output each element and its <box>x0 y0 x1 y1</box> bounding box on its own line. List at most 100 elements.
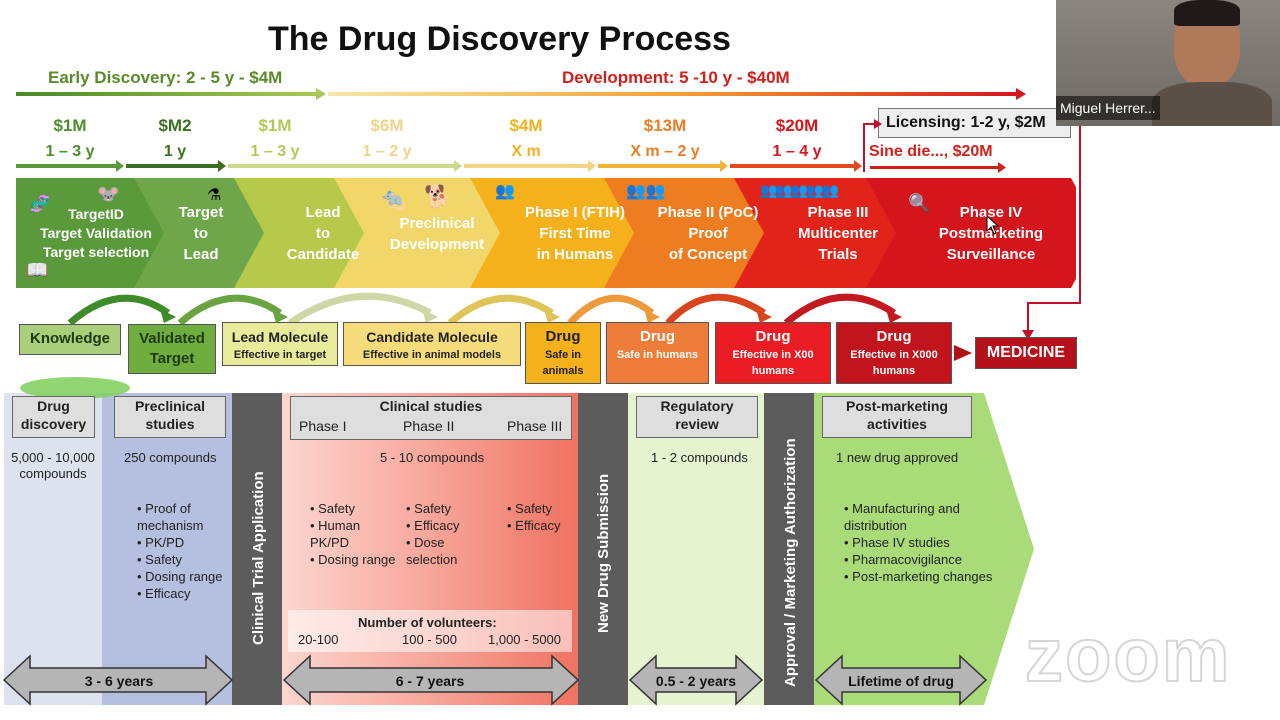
chevron-7 <box>734 178 914 288</box>
participant-name: Miguel Herrer... <box>1060 100 1156 116</box>
preclinical-bullet-4: • Dosing range <box>137 569 223 584</box>
duration-discovery: 3 - 6 years <box>84 673 154 689</box>
stage-arrowhead-3 <box>454 160 462 172</box>
stage-2-duration: 1 y <box>163 143 187 160</box>
postmarketing-bullet-1: • Manufacturing and distribution <box>844 501 960 533</box>
postmarketing-bullet-2: • Phase IV studies <box>844 535 950 550</box>
stage-arrowhead-5 <box>720 160 728 172</box>
chevron-1 <box>16 178 186 288</box>
output-title: Drug <box>876 328 912 345</box>
stage-7-cost: $20M <box>775 116 819 135</box>
approval-bar <box>764 393 814 705</box>
stage-5-cost: $4M <box>509 116 543 135</box>
mouse-icon: 🐭 <box>97 184 120 204</box>
phase-1-bullet-1: • Safety <box>310 501 356 516</box>
medicine-arrow <box>954 345 972 361</box>
chevron-3-label: Lead to Candidate <box>286 204 360 263</box>
output-subtitle: Safe in animals <box>542 349 584 377</box>
output-title: Knowledge <box>29 330 110 347</box>
output-box-2: Validated Target <box>128 324 216 374</box>
output-title: Lead Molecule <box>231 329 329 345</box>
green-highlight <box>20 377 130 399</box>
stage-3-cost: $1M <box>258 116 292 135</box>
stage-6-duration: X m – 2 y <box>630 143 700 160</box>
duration-regulatory: 0.5 - 2 years <box>655 673 737 689</box>
phase-1-label: Phase I <box>299 418 347 434</box>
output-subtitle: Safe in humans <box>616 349 699 361</box>
approval-label: Approval / Marketing Authorization <box>782 438 799 687</box>
stage-1-cost: $1M <box>53 116 87 135</box>
clinical-header: Clinical studies Phase I Phase II Phase … <box>290 396 572 440</box>
postmarketing-column <box>814 393 1034 705</box>
development-label: Development: 5 -10 y - $40M <box>562 68 790 87</box>
stage-1-duration: 1 – 3 y <box>45 143 95 160</box>
volunteers-phase-1: 20-100 <box>298 632 339 647</box>
clinical-title: Clinical studies <box>379 398 483 414</box>
phase-3-label: Phase III <box>507 418 563 434</box>
people-group-icon: 👥👥 <box>626 183 666 200</box>
stage-arrow-2 <box>126 164 218 168</box>
postmarketing-header: Post-marketing activities <box>822 396 972 438</box>
phase-chevrons <box>16 178 1076 288</box>
chevron-8 <box>866 178 1076 288</box>
regulatory-column <box>628 393 764 705</box>
participant-video[interactable]: Miguel Herrer... <box>1056 0 1280 126</box>
stage-2-cost: $M2 <box>158 116 192 135</box>
regulatory-header: Regulatory review <box>636 396 758 438</box>
participant-hair <box>1174 0 1240 26</box>
clinical-compounds: 5 - 10 compounds <box>380 450 485 465</box>
preclinical-bullet-5: • Efficacy <box>137 586 191 601</box>
nds-bar <box>578 393 628 705</box>
volunteers-title: Number of volunteers: <box>358 615 497 630</box>
participant-name-tag: Miguel Herrer... <box>1056 96 1160 120</box>
volunteers-phase-3: 1,000 - 5000 <box>488 632 562 647</box>
duration-lifetime: Lifetime of drug <box>848 673 954 689</box>
rat-icon: 🐀 <box>381 188 406 210</box>
chevron-2 <box>134 178 284 288</box>
drug-discovery-header: Drug discovery <box>12 396 95 438</box>
stage-arrow-3 <box>228 164 454 168</box>
magnifier-icon: 🔍 <box>908 193 931 213</box>
stage-4-cost: $6M <box>370 116 404 135</box>
phase-2-bullet-1: • Safety <box>406 501 452 516</box>
phase-1-bullet-3: • Dosing range <box>310 552 396 567</box>
timeline-arrows <box>16 88 1026 100</box>
early-discovery-label: Early Discovery: 2 - 5 y - $4M <box>48 68 283 87</box>
cta-bar <box>232 393 282 705</box>
chevron-2-label: Target to Lead <box>178 204 224 263</box>
stage-3-duration: 1 – 3 y <box>250 143 300 160</box>
chevron-6-label: Phase II (PoC) Proof of Concept <box>657 204 759 263</box>
postmarketing-bullet-3: • Pharmacovigilance <box>844 552 962 567</box>
stage-arrowhead-4 <box>588 160 596 172</box>
output-subtitle: Effective in animal models <box>362 349 502 361</box>
chevron-1-label: TargetID Target Validation Target select… <box>40 206 152 260</box>
phase-2-label: Phase II <box>403 418 455 434</box>
chevron-5-label: Phase I (FTIH) First Time in Humans <box>524 204 625 263</box>
postmarketing-bullet-4: • Post-marketing changes <box>844 569 993 584</box>
chevron-6 <box>604 178 784 288</box>
output-title: Drug <box>640 328 675 345</box>
volunteers-box <box>288 610 572 652</box>
chevron-5 <box>470 178 650 288</box>
flask-icon: ⚗ <box>207 187 222 204</box>
stage-7-duration: 1 – 4 y <box>772 143 822 160</box>
stage-6-cost: $13M <box>643 116 687 135</box>
preclinical-compounds: 250 compounds <box>124 450 217 465</box>
participant-shirt <box>1152 82 1272 126</box>
phase-3-bullet-1: • Safety <box>507 501 553 516</box>
preclinical-header: Preclinical studies <box>114 396 226 438</box>
medicine-box: MEDICINE <box>975 337 1077 369</box>
output-title: Validated Target <box>139 330 205 367</box>
preclinical-bullet-2: • PK/PD <box>137 535 185 550</box>
chevron-4-label: Preclinical Development <box>389 215 485 253</box>
stage-arrow-1 <box>16 164 116 168</box>
slide-title: The Drug Discovery Process <box>268 20 731 58</box>
people-icon: 👥 <box>495 183 515 200</box>
preclinical-bullet-3: • Safety <box>137 552 183 567</box>
